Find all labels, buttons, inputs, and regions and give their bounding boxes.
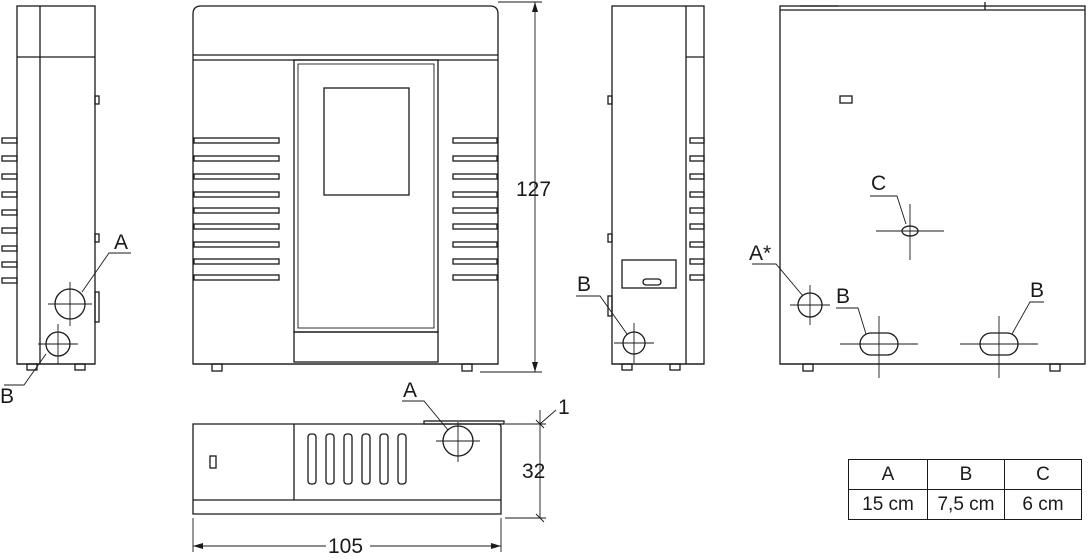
right-hole-b xyxy=(614,323,654,363)
callout-b-rear-left: B xyxy=(836,285,850,308)
legend-header-row: A B C xyxy=(848,459,1082,490)
height-label: 127 xyxy=(516,178,551,201)
rear-view: C A* B B xyxy=(749,2,1086,378)
rear-hole-b-left xyxy=(840,316,918,378)
rear-hole-b-right xyxy=(960,316,1038,378)
callout-a-top: A xyxy=(403,379,417,402)
front-left-louvers xyxy=(193,137,280,281)
legend-header-a: A xyxy=(848,459,928,490)
top-view: A 32 1 105 xyxy=(192,379,570,558)
callout-b-left: B xyxy=(0,385,14,408)
legend-value-row: 15 cm 7,5 cm 6 cm xyxy=(848,489,1082,520)
callout-b-right-side: B xyxy=(577,273,591,296)
legend-value-c: 6 cm xyxy=(1004,489,1082,520)
stove-window xyxy=(323,87,410,196)
rear-hole-c xyxy=(876,204,944,260)
legend-value-a: 15 cm xyxy=(848,489,928,520)
front-right-louvers xyxy=(452,137,498,281)
right-side-view: B xyxy=(576,5,705,371)
height-dimension xyxy=(480,1,542,373)
left-side-view: A B xyxy=(0,5,131,408)
offset-label: 1 xyxy=(558,396,570,419)
callout-b-rear-right: B xyxy=(1030,279,1044,302)
top-view-vents xyxy=(307,433,407,485)
width-dimension xyxy=(192,518,502,552)
left-hole-b xyxy=(38,324,78,364)
legend-value-b: 7,5 cm xyxy=(927,489,1005,520)
right-side-vents xyxy=(689,137,705,281)
left-hole-a xyxy=(48,282,92,326)
top-hole-a xyxy=(436,422,480,462)
legend-header-b: B xyxy=(927,459,1005,490)
depth-label: 32 xyxy=(522,460,545,483)
hole-size-legend: A B C 15 cm 7,5 cm 6 cm xyxy=(848,459,1082,520)
callout-a-star: A* xyxy=(749,242,771,265)
front-view: 127 xyxy=(192,1,551,373)
callout-c: C xyxy=(871,172,886,195)
stove-door xyxy=(293,59,439,333)
legend-header-c: C xyxy=(1004,459,1082,490)
depth-dimension xyxy=(505,409,557,523)
side-panel xyxy=(621,259,677,289)
callout-a-left: A xyxy=(114,231,128,254)
left-side-vents xyxy=(1,137,18,284)
width-label: 105 xyxy=(328,535,363,558)
rear-hole-a-star xyxy=(790,285,830,325)
